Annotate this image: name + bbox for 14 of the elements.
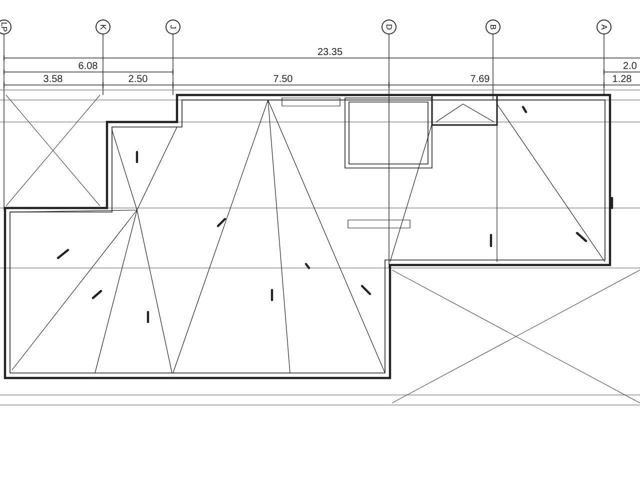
- dimension-label: 7.50: [273, 74, 293, 85]
- grid-axis-marker: J: [166, 20, 180, 34]
- grid-axis-marker: B: [486, 20, 500, 34]
- grid-axis-marker: K: [96, 20, 110, 34]
- dimension-label: 23.35: [317, 47, 343, 58]
- dimension-label: 6.08: [78, 61, 98, 72]
- dimension-label: 2.50: [128, 74, 148, 85]
- dimension-label: 1.28: [612, 74, 632, 85]
- grid-axis-marker: A: [596, 20, 612, 34]
- dimension-label: 7.69: [470, 74, 490, 85]
- dimension-label: 2.0: [623, 61, 637, 72]
- dimension-label: 3.58: [43, 74, 63, 85]
- grid-axis-marker: LP: [0, 20, 12, 34]
- grid-axis-marker: D: [382, 20, 396, 34]
